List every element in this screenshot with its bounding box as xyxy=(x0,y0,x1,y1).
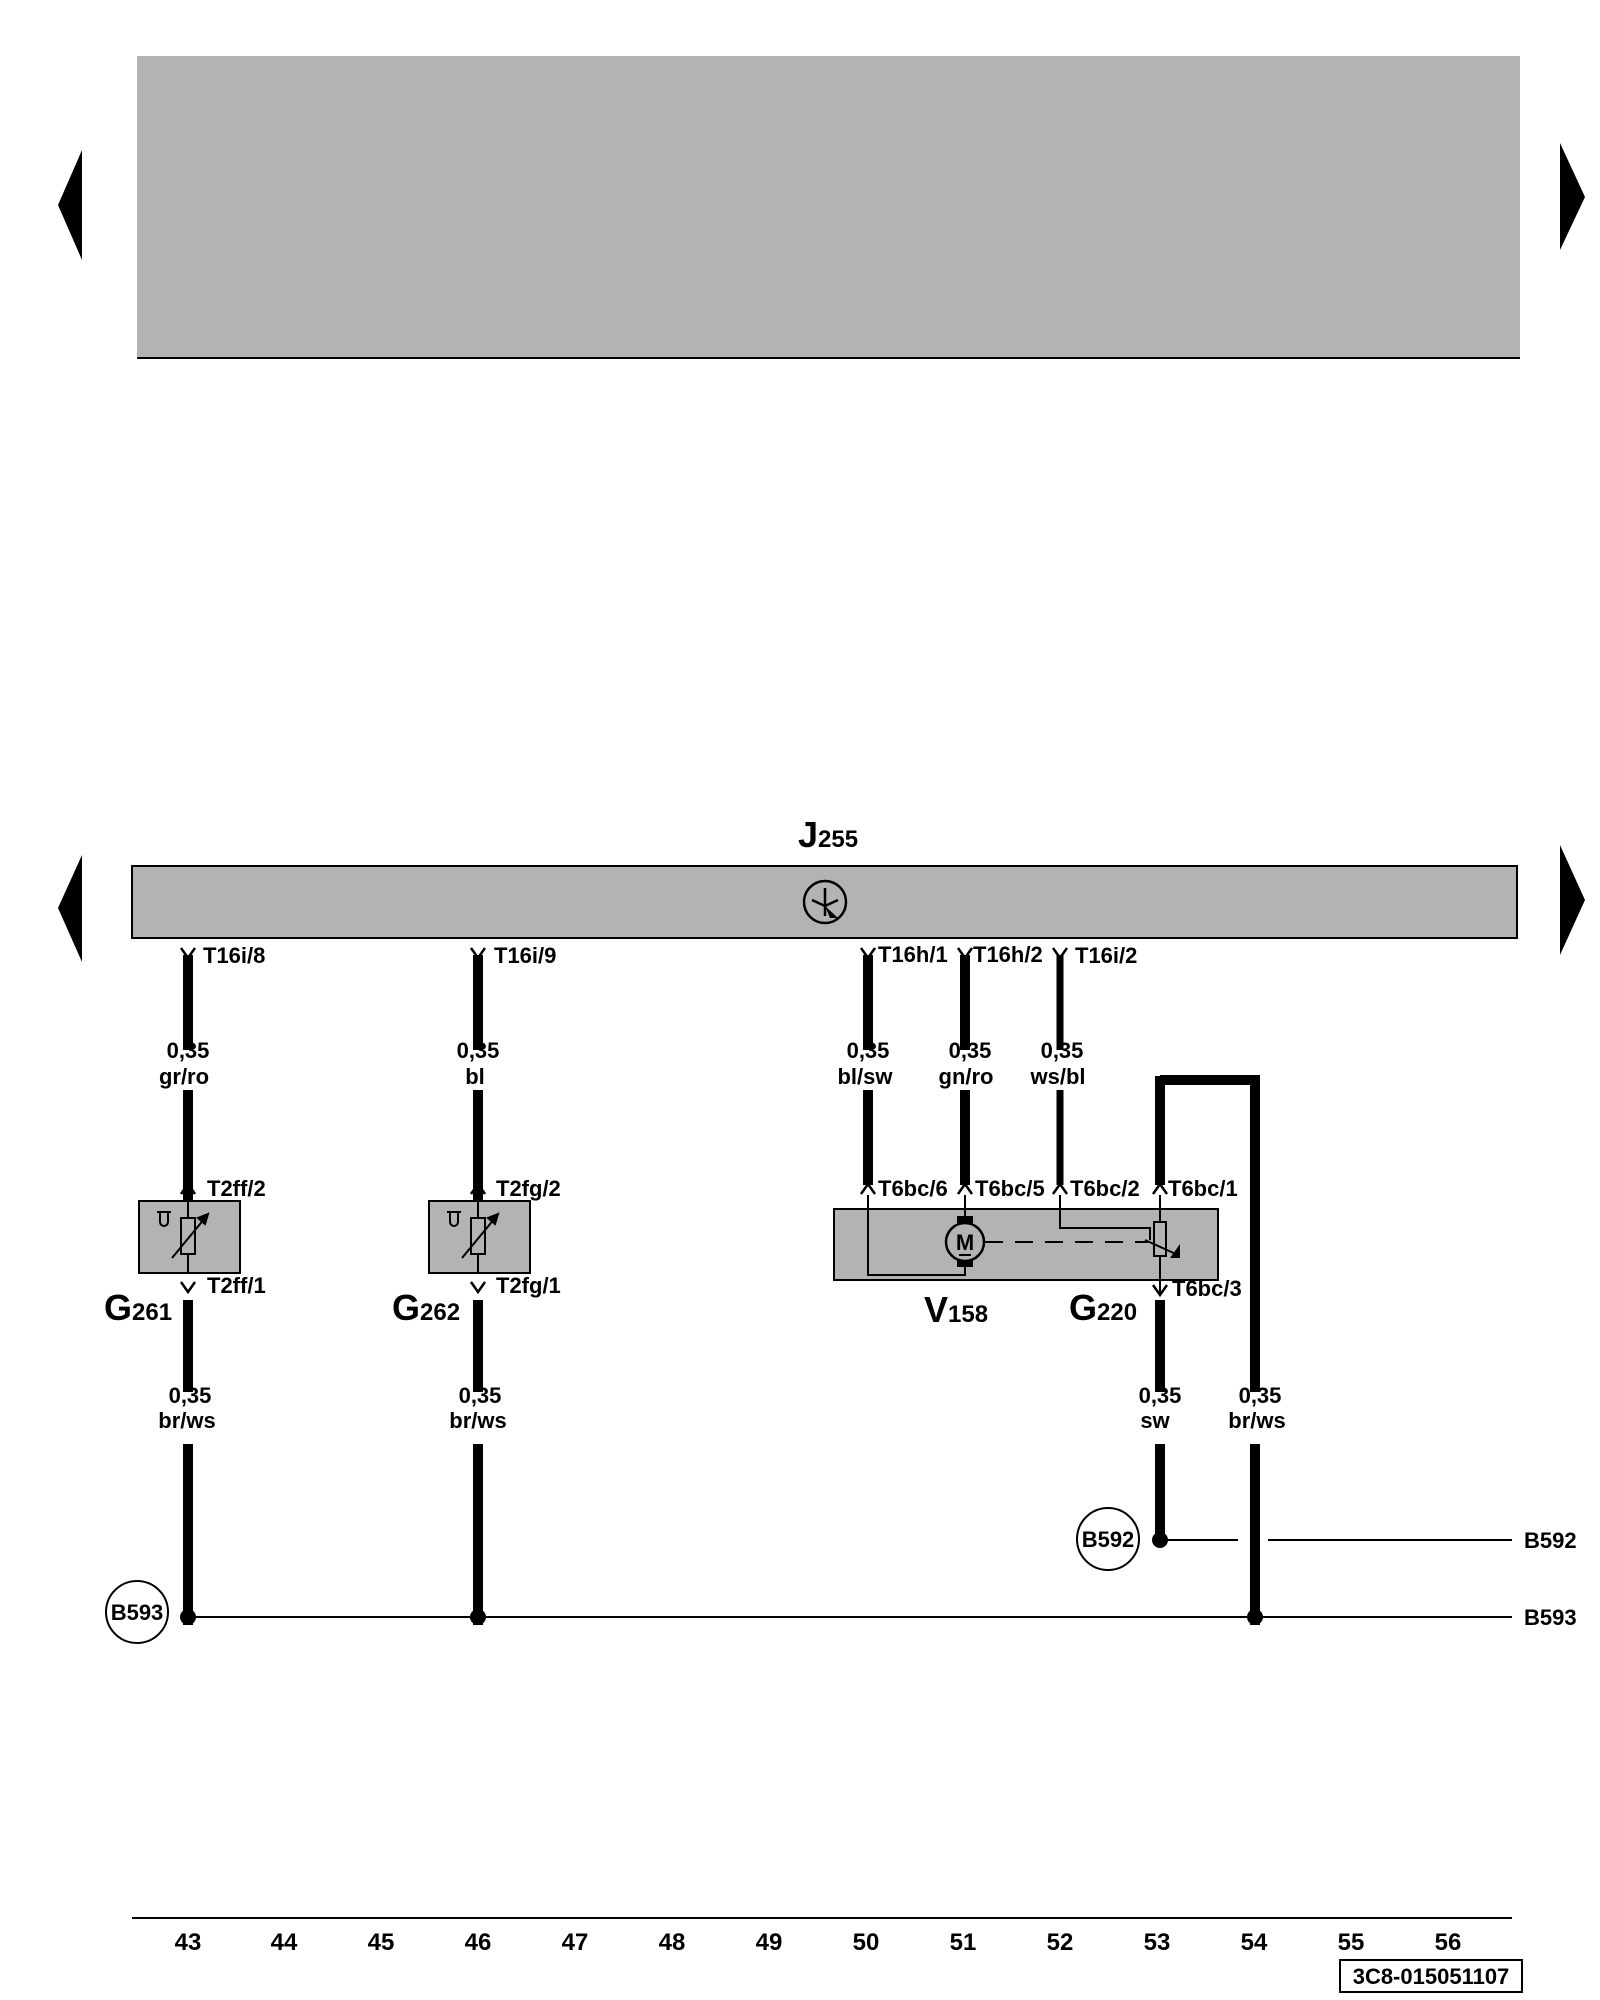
pin-t6bc5-icon xyxy=(956,1181,974,1195)
column-number: 52 xyxy=(1047,1929,1074,1956)
column-number: 53 xyxy=(1144,1929,1171,1956)
column-number: 45 xyxy=(368,1929,395,1956)
label-t2fg1: T2fg/1 xyxy=(496,1273,561,1298)
column-number: 50 xyxy=(853,1929,880,1956)
label-t6bc6: T6bc/6 xyxy=(878,1176,948,1201)
column-number: 49 xyxy=(756,1929,783,1956)
wire-51-color: gn/ro xyxy=(939,1064,994,1089)
pin-t6bc6-icon xyxy=(859,1181,877,1195)
diagram-code: 3C8-015051107 xyxy=(1353,1964,1510,1989)
pin-t2fg2-icon xyxy=(469,1181,487,1195)
component-label-g262: G262 xyxy=(392,1287,460,1328)
next-page-arrow-bottom[interactable] xyxy=(1560,845,1585,955)
column-number: 44 xyxy=(271,1929,298,1956)
sensor-g262-symbol-icon xyxy=(447,1200,500,1274)
splice-b593 xyxy=(105,1580,169,1644)
wire-52-size: 0,35 xyxy=(1041,1038,1084,1063)
svg-text:M: M xyxy=(956,1230,974,1255)
label-t6bc5: T6bc/5 xyxy=(975,1176,1045,1201)
label-t2ff2: T2ff/2 xyxy=(207,1176,266,1201)
actuator-internal-wiring xyxy=(867,1195,1180,1296)
wire-43-bottom-size: 0,35 xyxy=(169,1383,212,1408)
pin-t6bc1-icon xyxy=(1151,1181,1169,1195)
column-numbers: 43 44 45 46 47 48 49 50 51 52 53 54 55 5… xyxy=(175,1929,1462,1956)
pin-t6bc2-icon xyxy=(1051,1181,1069,1195)
wire-54-size: 0,35 xyxy=(1239,1383,1282,1408)
wire-43-color: gr/ro xyxy=(159,1064,209,1089)
splice-b592-label: B592 xyxy=(1082,1527,1135,1552)
wire-54-color: br/ws xyxy=(1228,1408,1285,1433)
wire-50-color: bl/sw xyxy=(837,1064,893,1089)
next-page-arrow-top[interactable] xyxy=(1560,143,1585,250)
wire-53-color: sw xyxy=(1140,1408,1170,1433)
column-number: 47 xyxy=(562,1929,589,1956)
label-t6bc2: T6bc/2 xyxy=(1070,1176,1140,1201)
label-t16i9: T16i/9 xyxy=(494,943,556,968)
column-number: 51 xyxy=(950,1929,977,1956)
component-label-g220: G220 xyxy=(1069,1287,1137,1328)
wire-43-bottom-color: br/ws xyxy=(158,1408,215,1433)
junction-dot xyxy=(1247,1609,1263,1625)
pin-t6bc3-icon xyxy=(1151,1284,1169,1298)
pin-t16h1-icon xyxy=(859,947,877,961)
junction-dot xyxy=(1152,1532,1168,1548)
sensor-g261-symbol-icon xyxy=(157,1200,210,1274)
prev-page-arrow-top[interactable] xyxy=(58,150,82,260)
diagram-code-box xyxy=(1339,1959,1523,1993)
label-t2fg2: T2fg/2 xyxy=(496,1176,561,1201)
pin-t2fg1-icon xyxy=(469,1281,487,1295)
component-label-g261: G261 xyxy=(104,1287,172,1328)
control-unit-label: J255 xyxy=(798,814,858,855)
pin-t2ff1-icon xyxy=(179,1281,197,1295)
pin-t16i9-icon xyxy=(469,947,487,961)
label-t16h1: T16h/1 xyxy=(878,942,948,967)
label-t16i8: T16i/8 xyxy=(203,943,265,968)
wire-43-size: 0,35 xyxy=(167,1038,210,1063)
wire-46-color: bl xyxy=(465,1064,485,1089)
label-t16h2: T16h/2 xyxy=(973,942,1043,967)
splice-b592 xyxy=(1076,1507,1140,1571)
wire-53-size: 0,35 xyxy=(1139,1383,1182,1408)
bus-label-b593: B593 xyxy=(1524,1605,1577,1630)
column-number: 54 xyxy=(1241,1929,1268,1956)
column-number: 46 xyxy=(465,1929,492,1956)
bus-label-b592: B592 xyxy=(1524,1528,1577,1553)
column-number: 55 xyxy=(1338,1929,1365,1956)
control-unit-icon xyxy=(802,879,848,925)
wire-51-size: 0,35 xyxy=(949,1038,992,1063)
wire-46-bottom-color: br/ws xyxy=(449,1408,506,1433)
pin-t16i2-icon xyxy=(1051,947,1069,961)
wire-46-size: 0,35 xyxy=(457,1038,500,1063)
component-label-v158: V158 xyxy=(924,1289,988,1330)
column-number: 56 xyxy=(1435,1929,1462,1956)
label-t16i2: T16i/2 xyxy=(1075,943,1137,968)
column-number: 48 xyxy=(659,1929,686,1956)
junction-dot xyxy=(180,1609,196,1625)
pin-t16i8-icon xyxy=(179,947,197,961)
motor-m-icon: M xyxy=(944,1216,986,1267)
splice-b593-label: B593 xyxy=(111,1600,164,1625)
pin-t16h2-icon xyxy=(956,947,974,961)
pin-t2ff2-icon xyxy=(179,1181,197,1195)
label-t6bc3: T6bc/3 xyxy=(1172,1276,1242,1301)
label-t6bc1: T6bc/1 xyxy=(1168,1176,1238,1201)
prev-page-arrow-bottom[interactable] xyxy=(58,855,82,962)
junction-dot xyxy=(470,1609,486,1625)
top-shaded-panel xyxy=(137,56,1520,358)
connector-pin-group xyxy=(179,947,1069,961)
column-number: 43 xyxy=(175,1929,202,1956)
wire-50-size: 0,35 xyxy=(847,1038,890,1063)
wire-52-color: ws/bl xyxy=(1029,1064,1085,1089)
label-t2ff1: T2ff/1 xyxy=(207,1273,266,1298)
actuator-pin-group xyxy=(859,1181,1169,1298)
wire-46-bottom-size: 0,35 xyxy=(459,1383,502,1408)
